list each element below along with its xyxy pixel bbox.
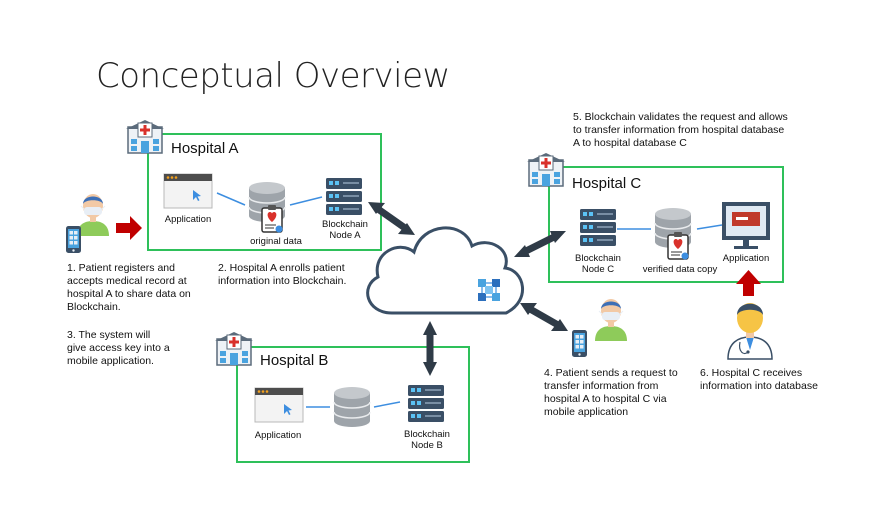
step-4-line: mobile application [544,406,629,418]
step-1-line: Blockchain. [67,301,121,313]
hospital-a-node-label: Blockchain Node A [316,219,374,241]
hospital-a-node-line1: Blockchain [322,219,368,230]
step-3-line: 3. The system will [67,329,151,341]
step-3-line: mobile application. [67,355,154,367]
hospital-a-box [147,133,382,251]
step-5-text: 5. Blockchain validates the request and … [573,111,788,150]
step-6-line: 6. Hospital C receives [700,367,803,379]
hospital-b-node-line2: Node B [411,440,443,451]
network-line2: Blockchain [410,272,470,286]
network-line3: Network [417,287,462,301]
hospital-b-application-label: Application [254,430,302,441]
step-4-line: transfer information from [544,380,659,392]
hospital-b-box [236,346,470,463]
hospital-c-box [548,166,784,283]
step-2-line: information into Blockchain. [218,275,347,287]
step-5-line: 5. Blockchain validates the request and … [573,111,788,123]
hospital-a-node-line2: Node A [329,230,361,241]
step-4-line: hospital A to hospital C via [544,393,667,405]
step-3-text: 3. The system will give access key into … [67,329,170,368]
hospital-c-application-label: Application [722,253,770,264]
step-1-text: 1. Patient registers and accepts medical… [67,262,191,314]
hospital-c-data-label: verified data copy [642,264,718,275]
phone-icon-right [572,330,587,357]
step-1-line: 1. Patient registers and [67,262,175,274]
step-1-line: accepts medical record at [67,275,187,287]
hospital-c-label: Hospital C [572,175,642,192]
step-1-line: hospital A to share data on [67,288,191,300]
step-3-line: give access key into a [67,342,170,354]
step-5-line: A to hospital database C [573,137,687,149]
step-5-line: to transfer information from hospital da… [573,124,785,136]
patient-icon-left [76,193,110,237]
hospital-a-label: Hospital A [171,140,239,157]
doctor-icon [727,303,773,360]
step-6-line: information into database [700,380,818,392]
step-2-line: 2. Hospital A enrolls patient [218,262,345,274]
hospital-c-node-label: Blockchain Node C [569,253,627,275]
hospital-b-node-label: Blockchain Node B [398,429,456,451]
network-label: Private ETH Blockchain Network [402,257,478,302]
step-4-line: 4. Patient sends a request to [544,367,678,379]
patient-icon-right [594,298,628,342]
page-title: Conceptual Overview [96,56,450,96]
hospital-a-data-label: original data [250,236,302,247]
network-line1: Private ETH [407,257,473,271]
phone-icon-left [66,226,81,253]
step-6-text: 6. Hospital C receives information into … [700,367,818,393]
hospital-c-node-line2: Node C [581,264,615,275]
hospital-b-label: Hospital B [260,352,329,369]
step-4-text: 4. Patient sends a request to transfer i… [544,367,678,419]
hospital-a-application-label: Application [164,214,212,225]
step-2-text: 2. Hospital A enrolls patient informatio… [218,262,346,288]
hospital-c-node-line1: Blockchain [575,253,621,264]
hospital-b-node-line1: Blockchain [404,429,450,440]
